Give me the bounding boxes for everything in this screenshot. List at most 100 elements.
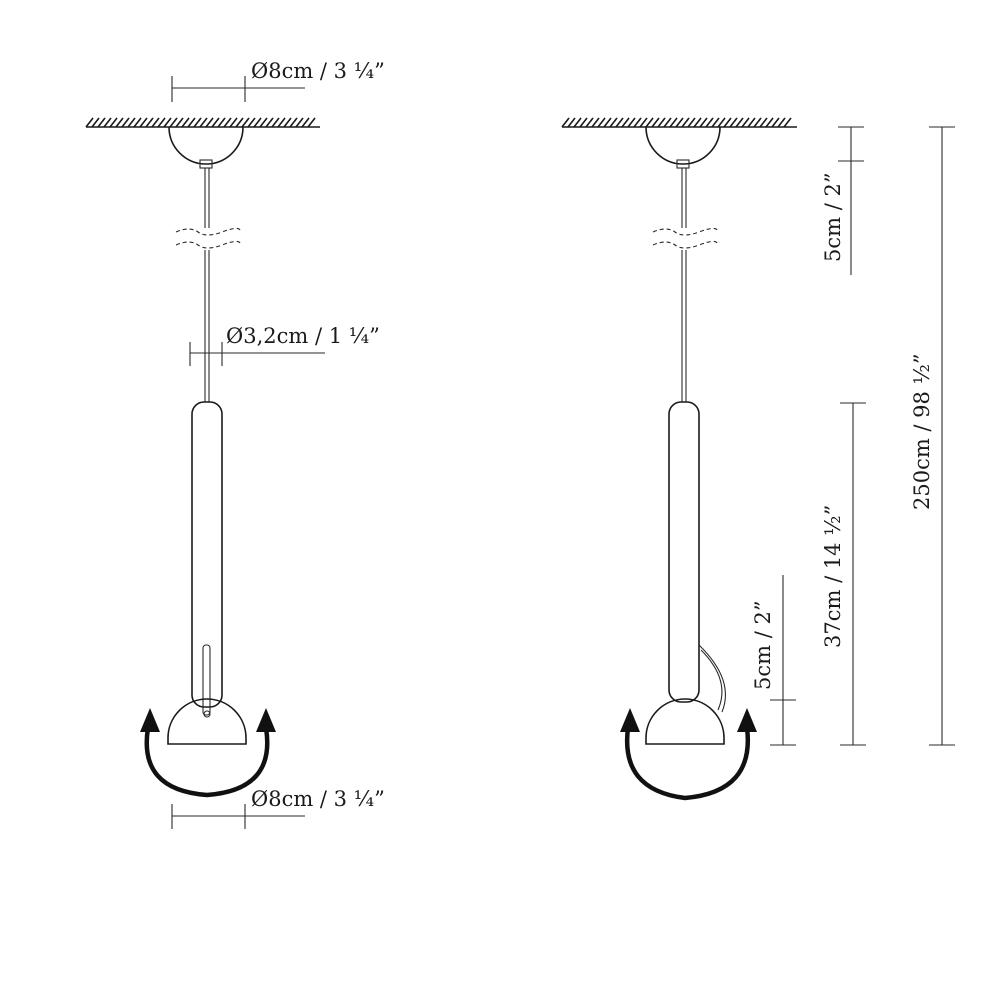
hatch-stroke: [121, 117, 130, 128]
hatch-stroke: [591, 117, 600, 128]
hatch-stroke: [615, 117, 624, 128]
hatch-stroke: [139, 117, 148, 128]
hatch-stroke: [765, 117, 774, 128]
hatch-stroke: [277, 117, 286, 128]
hatch-stroke: [645, 117, 654, 128]
hatch-stroke: [169, 117, 178, 128]
hatch-stroke: [711, 117, 720, 128]
hatch-stroke: [621, 117, 630, 128]
hatch-stroke: [729, 117, 738, 128]
hatch-stroke: [741, 117, 750, 128]
hatch-stroke: [307, 117, 316, 128]
hatch-stroke: [259, 117, 268, 128]
hatch-stroke: [223, 117, 232, 128]
hatch-stroke: [115, 117, 124, 128]
canopy-diameter-label: Ø8cm / 3 ¼”: [251, 59, 385, 83]
ceiling-hatch-side: [561, 117, 797, 128]
hatch-stroke: [705, 117, 714, 128]
hatch-stroke: [103, 117, 112, 128]
tube-body-side: [668, 401, 700, 703]
hatch-stroke: [693, 117, 702, 128]
hatch-stroke: [193, 117, 202, 128]
total-height-dimension: 250cm / 98 ½”: [910, 126, 955, 746]
hatch-stroke: [145, 117, 154, 128]
hatch-stroke: [163, 117, 172, 128]
hatch-stroke: [597, 117, 606, 128]
hatch-stroke: [187, 117, 196, 128]
canopy-height-dimension: 5cm / 2”: [821, 126, 864, 275]
hatch-stroke: [747, 117, 756, 128]
canopy-diameter-dimension: Ø8cm / 3 ¼”: [171, 59, 385, 102]
hatch-stroke: [157, 117, 166, 128]
hatch-stroke: [133, 117, 142, 128]
hatch-stroke: [651, 117, 660, 128]
hatch-stroke: [585, 117, 594, 128]
power-cord-side: [698, 644, 726, 713]
hatch-stroke: [759, 117, 768, 128]
body-height-label: 37cm / 14 ½”: [821, 505, 845, 648]
hatch-stroke: [283, 117, 292, 128]
rotation-arrow-side: [624, 725, 751, 801]
hatch-stroke: [181, 117, 190, 128]
ceiling-canopy-side: [645, 126, 721, 165]
hatch-stroke: [561, 117, 570, 128]
hatch-stroke: [675, 117, 684, 128]
tube-slot-front: [202, 644, 211, 716]
hatch-stroke: [687, 117, 696, 128]
hatch-stroke: [579, 117, 588, 128]
front-view: Ø8cm / 3 ¼” Ø3,2cm / 1 ¼” Ø8cm / 3 ¼”: [85, 59, 385, 829]
canopy-stem-front: [199, 159, 213, 169]
hatch-stroke: [97, 117, 106, 128]
shade-height-label: 5cm / 2”: [751, 600, 775, 690]
hatch-stroke: [777, 117, 786, 128]
hatch-stroke: [271, 117, 280, 128]
hatch-stroke: [699, 117, 708, 128]
hatch-stroke: [235, 117, 244, 128]
hatch-stroke: [217, 117, 226, 128]
hatch-stroke: [85, 117, 94, 128]
shade-diameter-label: Ø8cm / 3 ¼”: [251, 787, 385, 811]
body-height-dimension: 37cm / 14 ½”: [821, 402, 866, 746]
side-view: 5cm / 2” 250cm / 98 ½” 37cm / 14 ½” 5cm …: [561, 117, 955, 801]
hatch-stroke: [211, 117, 220, 128]
canopy-height-label: 5cm / 2”: [821, 172, 845, 262]
hatch-stroke: [567, 117, 576, 128]
hatch-stroke: [253, 117, 262, 128]
hatch-stroke: [633, 117, 642, 128]
total-height-label: 250cm / 98 ½”: [910, 353, 934, 510]
hatch-stroke: [175, 117, 184, 128]
tube-diameter-dimension: Ø3,2cm / 1 ¼”: [189, 324, 380, 366]
hatch-stroke: [669, 117, 678, 128]
hatch-stroke: [783, 117, 792, 128]
hatch-stroke: [657, 117, 666, 128]
rotation-arrow-front: [144, 725, 270, 798]
hatch-stroke: [603, 117, 612, 128]
hatch-stroke: [301, 117, 310, 128]
hatch-stroke: [205, 117, 214, 128]
ceiling-canopy-front: [168, 126, 244, 165]
ceiling-hatch-front: [85, 117, 320, 128]
hatch-stroke: [735, 117, 744, 128]
shade-height-dimension: 5cm / 2”: [751, 575, 796, 746]
hatch-stroke: [151, 117, 160, 128]
tube-body-front: [191, 401, 223, 708]
hatch-stroke: [127, 117, 136, 128]
hatch-stroke: [241, 117, 250, 128]
hatch-stroke: [771, 117, 780, 128]
hatch-stroke: [663, 117, 672, 128]
hatch-stroke: [573, 117, 582, 128]
lamp-shade-side: [645, 698, 725, 745]
hatch-stroke: [295, 117, 304, 128]
hatch-stroke: [265, 117, 274, 128]
hatch-stroke: [717, 117, 726, 128]
tube-diameter-label: Ø3,2cm / 1 ¼”: [226, 324, 380, 348]
hatch-stroke: [639, 117, 648, 128]
hatch-stroke: [109, 117, 118, 128]
cable-break-mark-side: [652, 227, 718, 249]
shade-diameter-dimension: Ø8cm / 3 ¼”: [171, 787, 385, 829]
hatch-stroke: [289, 117, 298, 128]
hatch-stroke: [229, 117, 238, 128]
hatch-stroke: [627, 117, 636, 128]
hatch-stroke: [753, 117, 762, 128]
